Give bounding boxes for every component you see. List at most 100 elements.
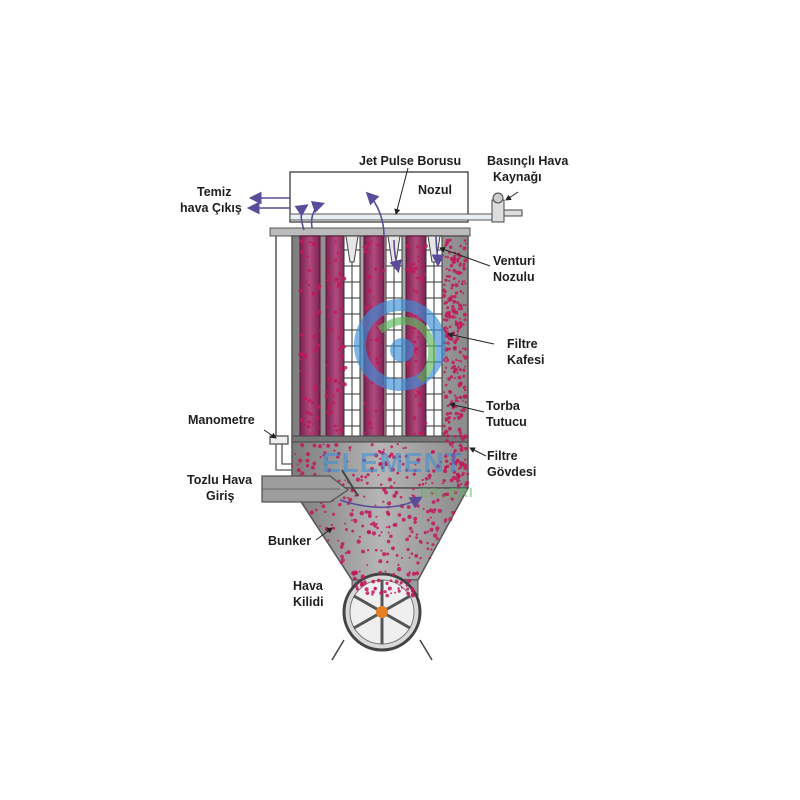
dust-particle: [450, 367, 453, 370]
dust-particle: [451, 458, 455, 462]
dust-particle: [446, 358, 450, 362]
dust-particle: [423, 531, 427, 535]
dust-particle: [457, 270, 462, 275]
dust-particle: [335, 429, 338, 432]
dust-particle: [370, 338, 373, 342]
dust-particle: [323, 451, 327, 455]
dust-particle: [404, 362, 408, 366]
dust-particle: [397, 563, 400, 567]
dust-particle: [315, 416, 319, 421]
dust-particle: [327, 269, 330, 273]
dust-particle: [358, 535, 362, 539]
dust-particle: [389, 579, 393, 583]
dust-particle: [452, 276, 456, 281]
dust-particle: [462, 292, 465, 295]
dust-particle: [311, 465, 315, 470]
dust-particle: [400, 586, 403, 589]
dust-particle: [462, 394, 467, 399]
dust-particle: [457, 375, 462, 380]
dust-particle: [371, 579, 376, 584]
dust-particle: [444, 429, 449, 434]
dust-particle: [369, 426, 373, 430]
dust-particle: [450, 497, 454, 501]
dust-particle: [416, 335, 420, 338]
dust-particle: [300, 332, 305, 338]
dust-particle: [455, 458, 460, 463]
label-filter-body-line2: Gövdesi: [487, 465, 536, 479]
dust-particle: [378, 559, 383, 564]
dust-particle: [435, 526, 440, 531]
dust-particle: [326, 443, 331, 448]
dust-particle: [404, 578, 407, 581]
dust-particle: [458, 443, 463, 448]
dust-particle: [338, 382, 341, 385]
dust-particle: [305, 464, 310, 468]
dust-particle: [417, 391, 422, 396]
dust-particle: [374, 409, 378, 413]
label-dusty-air-inlet-line1: Tozlu Hava: [187, 473, 253, 487]
dust-particle: [415, 352, 418, 355]
dust-particle: [375, 357, 379, 361]
dust-particle: [387, 586, 392, 591]
dust-particle: [442, 468, 448, 474]
dust-particle: [433, 533, 438, 538]
dust-particle: [405, 468, 409, 472]
dust-particle: [371, 590, 375, 594]
dust-particle: [380, 397, 383, 400]
dust-particle: [406, 365, 410, 368]
dust-particle: [380, 531, 383, 534]
dust-particle: [458, 385, 461, 388]
dust-particle: [464, 304, 467, 307]
dust-particle: [338, 347, 342, 352]
dust-particle: [381, 276, 384, 280]
dust-particle: [454, 316, 457, 319]
dust-particle: [376, 243, 380, 247]
dust-particle: [407, 369, 411, 373]
dust-particle: [309, 510, 314, 515]
dust-particle: [446, 434, 450, 438]
dust-particle: [337, 336, 341, 340]
dust-particle: [378, 251, 381, 254]
dust-particle: [444, 325, 448, 328]
dust-particle: [426, 518, 430, 522]
dust-particle: [307, 399, 312, 403]
dust-particle: [355, 585, 359, 589]
dust-particle: [370, 443, 374, 447]
dust-particle: [344, 479, 347, 482]
dust-particle: [369, 523, 373, 526]
dust-particle: [380, 466, 384, 470]
dust-particle: [383, 590, 387, 594]
dust-particle: [424, 482, 427, 485]
dust-particle: [344, 552, 347, 555]
dust-particle: [413, 469, 417, 473]
dust-particle: [328, 300, 331, 303]
dust-particle: [300, 471, 305, 476]
dust-particle: [462, 304, 465, 307]
dust-particle: [463, 434, 468, 439]
dust-particle: [462, 369, 466, 372]
dust-particle: [443, 370, 446, 374]
dust-particle: [405, 584, 408, 587]
dust-particle: [419, 277, 424, 283]
dust-particle: [308, 283, 311, 287]
dust-particle: [459, 262, 462, 265]
dust-particle: [464, 282, 467, 285]
dust-particle: [339, 428, 344, 432]
dust-particle: [455, 477, 460, 482]
dust-particle: [327, 286, 331, 290]
label-venturi-nozzle-line2: Nozulu: [493, 270, 535, 284]
dust-particle: [366, 473, 370, 477]
dust-particle: [373, 524, 377, 528]
dust-particle: [408, 526, 413, 531]
dust-particle: [422, 507, 425, 510]
dust-particle: [404, 446, 407, 449]
dust-particle: [462, 246, 467, 251]
dust-particle: [447, 420, 451, 424]
dust-particle: [327, 468, 332, 473]
dust-particle: [443, 318, 446, 321]
dust-particle: [367, 303, 370, 307]
dust-particle: [413, 501, 417, 505]
dust-particle: [430, 548, 433, 551]
dust-particle: [415, 533, 419, 536]
